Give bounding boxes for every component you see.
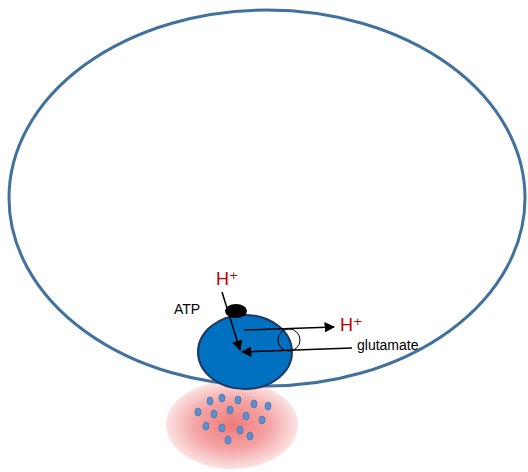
release-cloud [166, 381, 298, 469]
nerve-terminal [9, 10, 525, 386]
proton-label: H⁺ [340, 316, 363, 334]
glutamate-uptake-arrow [242, 348, 352, 352]
proton-label: H⁺ [216, 270, 239, 288]
atp-label: ATP [174, 302, 200, 316]
proton-influx-arrow [222, 292, 240, 350]
glutamate-dots [195, 394, 271, 444]
substrate-label: glutamate [357, 338, 418, 352]
antiporter [278, 329, 300, 351]
